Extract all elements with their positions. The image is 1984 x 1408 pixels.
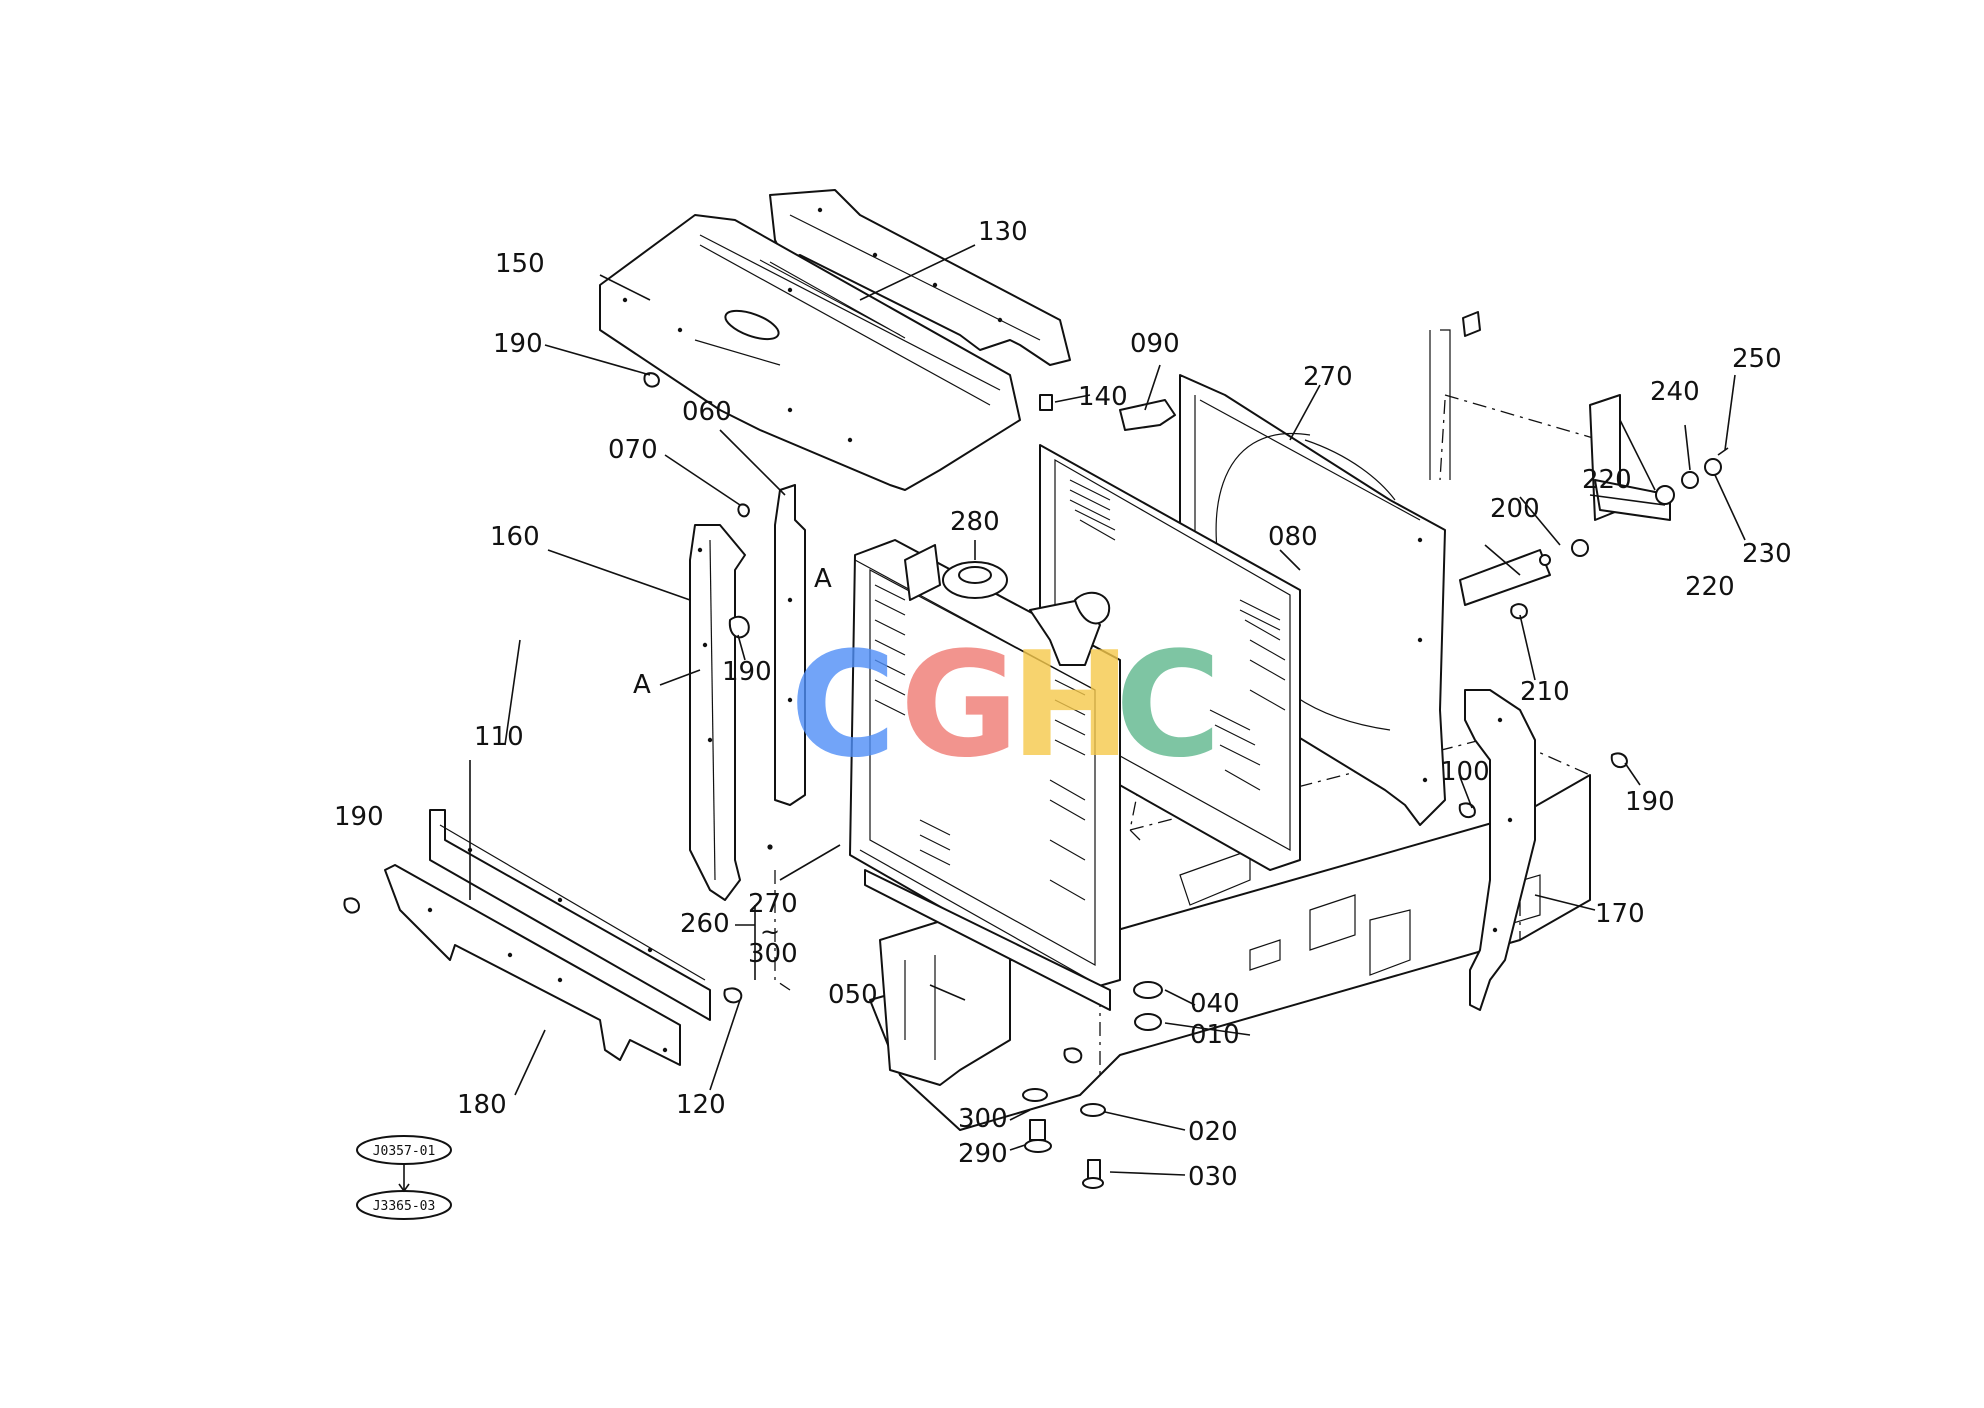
callout-170: 170 [1595,899,1645,929]
callout-230: 230 [1742,539,1792,569]
callout-040: 040 [1190,989,1240,1019]
range-tilde: ~ [760,918,780,946]
fasteners-bottom [1022,981,1163,1189]
watermark-letter-2: G [900,621,1019,790]
callout-120: 120 [676,1090,726,1120]
callout-190-mid: 190 [722,657,772,687]
callout-300-bottom: 300 [958,1104,1008,1134]
section-mark-a-upper: A [814,564,832,594]
callout-labels: 150 130 190 090 140 270 250 240 060 070 … [334,217,1792,1192]
part-150-cover [599,214,1021,491]
part-180-panel [384,864,681,1066]
callout-270-mid: 270 [748,889,798,919]
callout-100: 100 [1440,757,1490,787]
reference-marks: J0357-01 J3365-03 [356,1135,452,1220]
callout-050: 050 [828,980,878,1010]
callout-010: 010 [1190,1020,1240,1050]
watermark-letter-4: C [1115,621,1221,790]
part-170-side-panel [1464,689,1536,1011]
part-160-side-panel [689,524,750,901]
callout-090: 090 [1130,329,1180,359]
callout-250: 250 [1732,344,1782,374]
part-110-rail [429,809,711,1021]
callout-290: 290 [958,1139,1008,1169]
callout-190-top: 190 [493,329,543,359]
screws [343,372,1628,1004]
callout-060: 060 [682,397,732,427]
callout-070: 070 [608,435,658,465]
watermark: C G H C [790,621,1221,790]
callout-130: 130 [978,217,1028,247]
callout-080: 080 [1268,522,1318,552]
section-mark-a-lower: A [633,670,651,700]
callout-280: 280 [950,507,1000,537]
callout-020: 020 [1188,1117,1238,1147]
watermark-letter-1: C [790,621,896,790]
callout-160: 160 [490,522,540,552]
callout-180: 180 [457,1090,507,1120]
callout-110: 110 [474,722,524,752]
reference-label-1: J0357-01 [373,1144,436,1159]
radiator-core [849,539,1121,1011]
callout-240: 240 [1650,377,1700,407]
callout-200: 200 [1490,494,1540,524]
callout-260: 260 [680,909,730,939]
callout-270-top: 270 [1303,362,1353,392]
part-060-bracket [737,484,806,806]
callout-220-top: 220 [1582,465,1632,495]
callout-220-bottom: 220 [1685,572,1735,602]
callout-140: 140 [1078,382,1128,412]
linkage-assembly [1429,311,1729,620]
callout-190-left: 190 [334,802,384,832]
callout-190-right: 190 [1625,787,1675,817]
part-090-clip [1119,399,1176,431]
watermark-letter-3: H [1010,621,1131,790]
callout-030: 030 [1188,1162,1238,1192]
reference-label-2: J3365-03 [373,1199,436,1214]
callout-150: 150 [495,249,545,279]
callout-210: 210 [1520,677,1570,707]
leader-lines [469,244,1746,1176]
callout-300-mid: 300 [748,939,798,969]
